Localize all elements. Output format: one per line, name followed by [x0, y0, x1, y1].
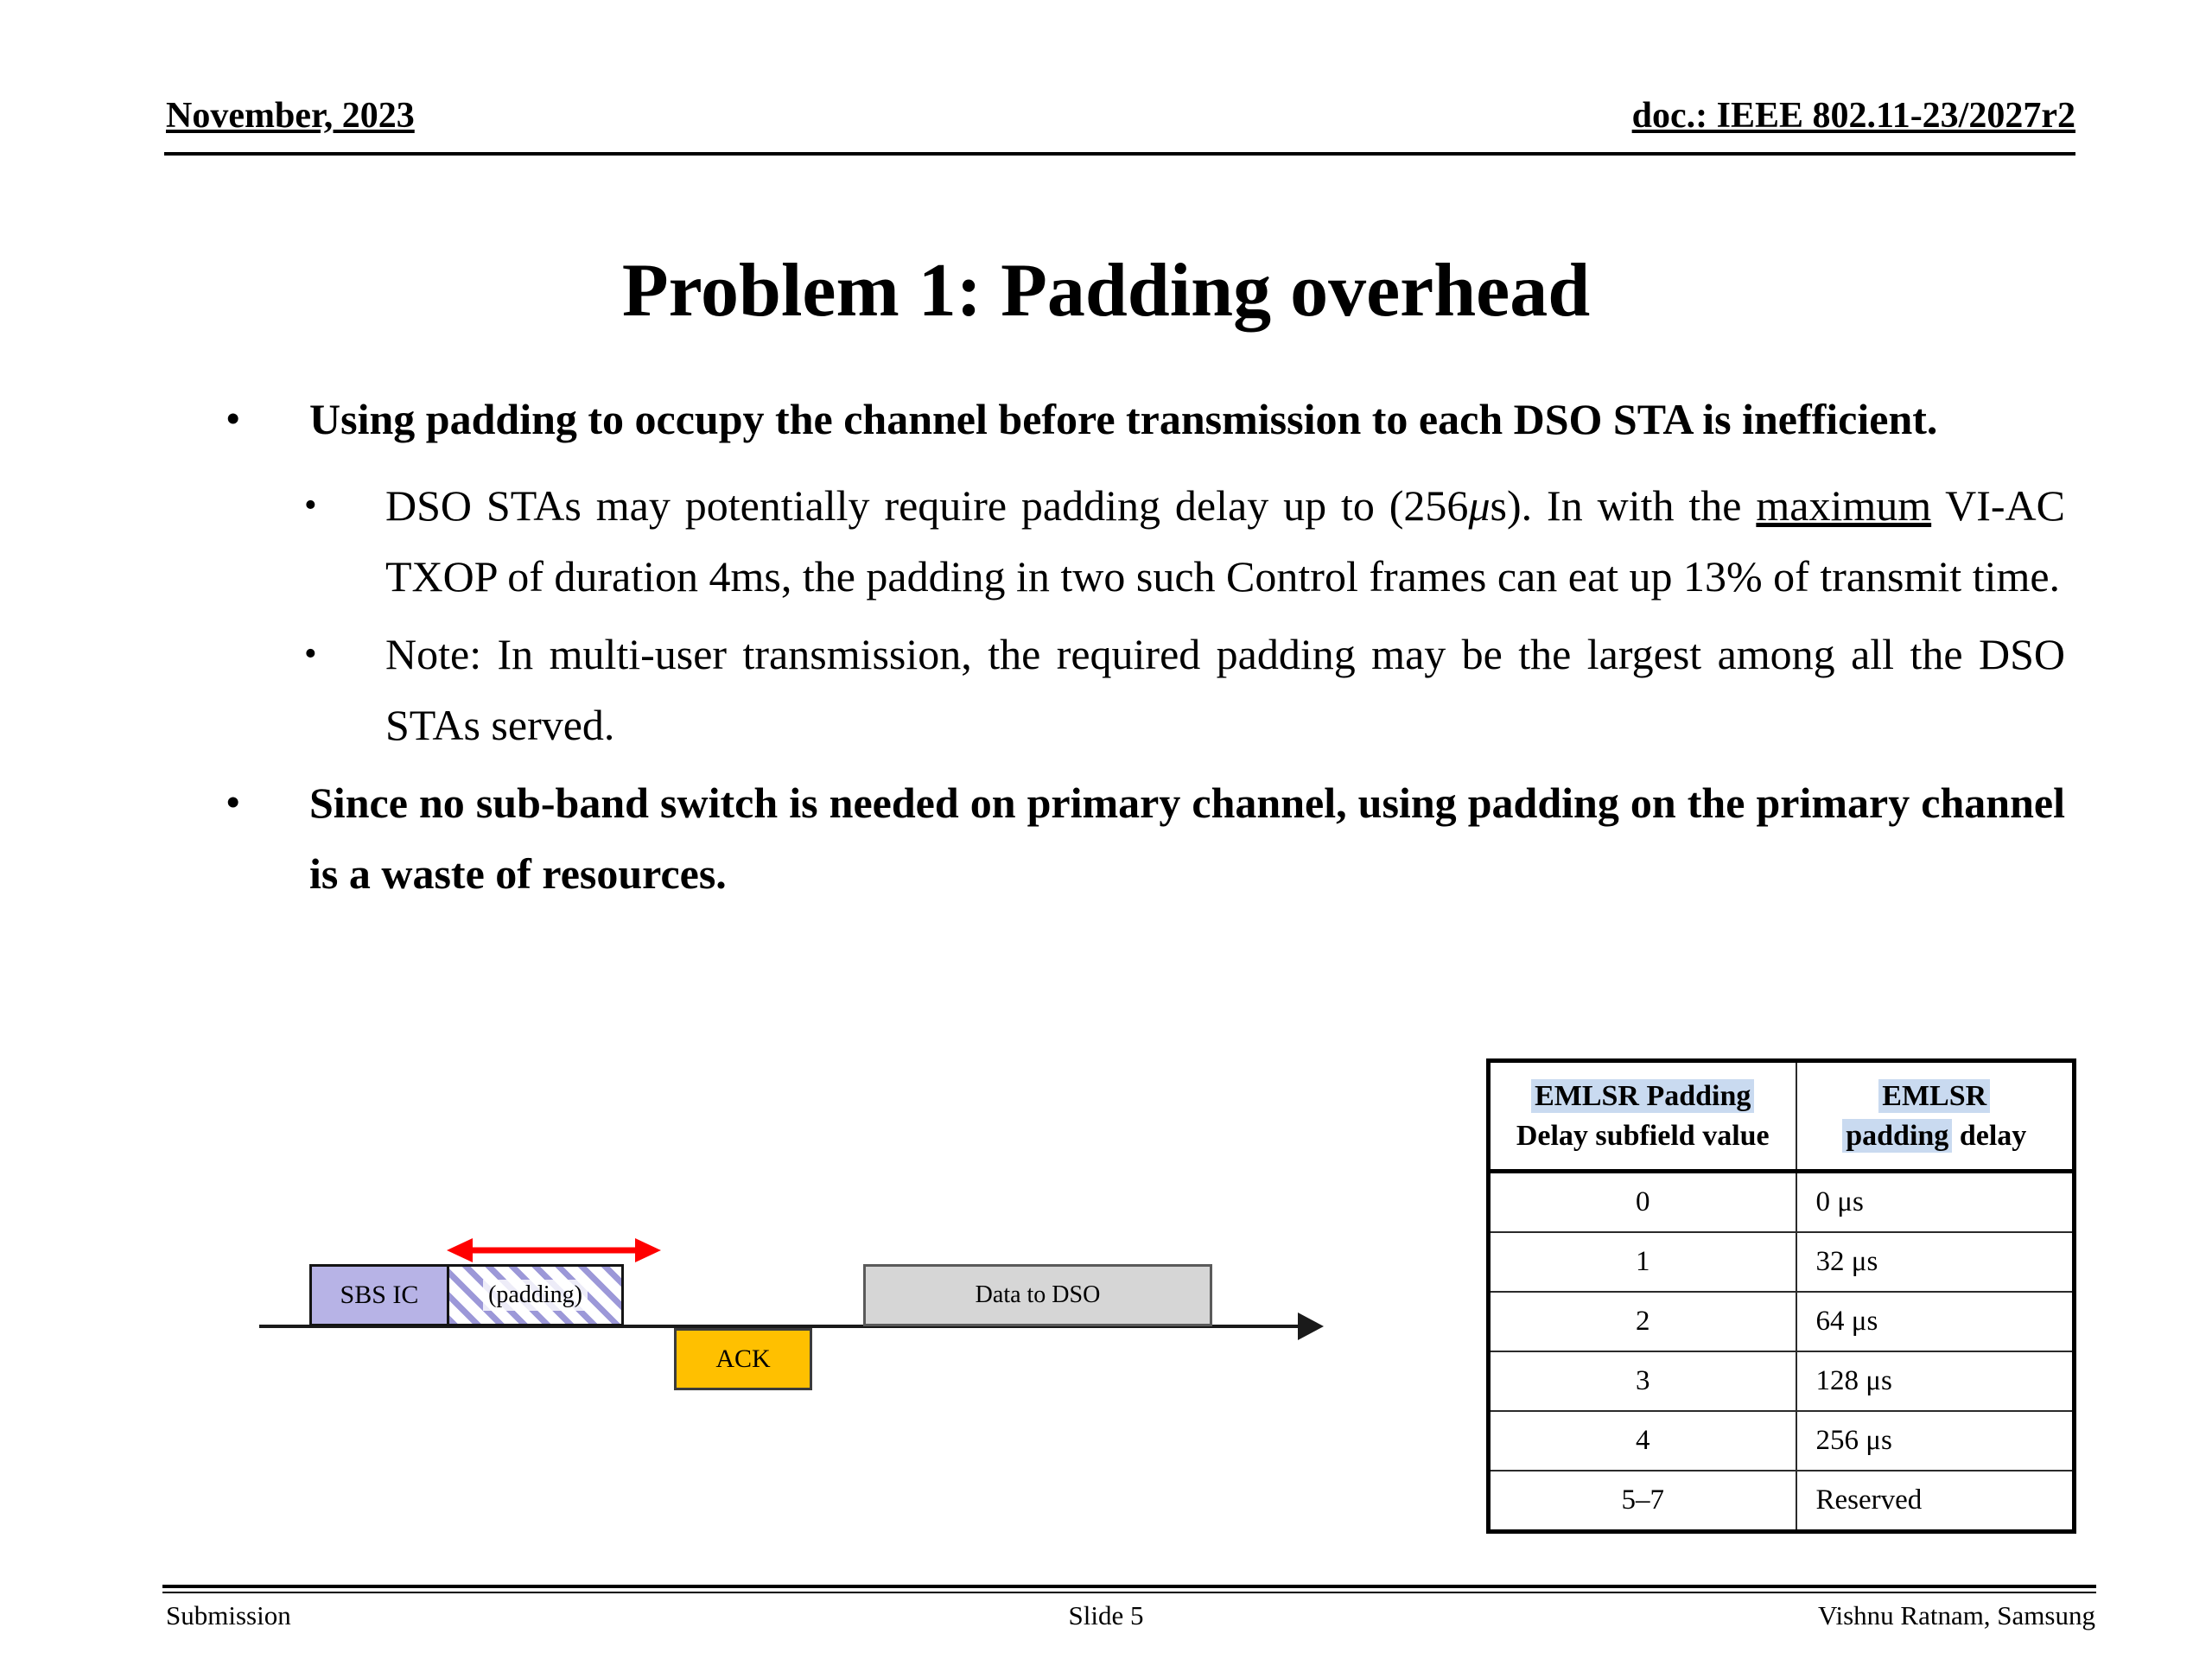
sub-bullet-1-seg-c: VI-AC TXOP of duration 4ms, the padding … [385, 481, 2066, 601]
bullet-marker: • [226, 397, 240, 440]
table-row: 3 128 μs [1487, 1351, 2075, 1412]
table-header-row: EMLSR Padding Delay subfield value EMLSR… [1487, 1059, 2075, 1173]
header-doc-id: doc.: IEEE 802.11-23/2027r2 [1631, 96, 2075, 136]
footer-rule-thick [162, 1585, 2096, 1588]
padding-range-arrow-icon [447, 1238, 661, 1262]
bullet-item-2: • Since no sub-band switch is needed on … [173, 767, 2065, 909]
header-plain: Delay subfield value [1516, 1119, 1770, 1152]
header-highlight: EMLSR [1878, 1078, 1991, 1113]
sbs-ic-label: SBS IC [340, 1281, 419, 1309]
cell-padding-delay: 32 μs [1795, 1231, 2075, 1293]
cell-padding-delay: 64 μs [1795, 1291, 2075, 1352]
footer-rule-thin [162, 1592, 2096, 1593]
timeline-axis [259, 1325, 1300, 1328]
page-title: Problem 1: Padding overhead [621, 249, 1591, 333]
footer-author: Vishnu Ratnam, Samsung [1817, 1600, 2095, 1630]
cell-padding-delay: 0 μs [1795, 1170, 2075, 1233]
table-header-subfield-value: EMLSR Padding Delay subfield value [1487, 1059, 1797, 1173]
sub-bullet-item-2: • Note: In multi-user transmission, the … [173, 619, 2065, 760]
footer-slide-number: Slide 5 [1068, 1600, 1144, 1630]
bullet-1-text: Using padding to occupy the channel befo… [309, 395, 1938, 443]
bullet-2-text: Since no sub-band switch is needed on pr… [309, 779, 2065, 898]
padding-box: (padding) [447, 1264, 624, 1326]
table-row: 2 64 μs [1487, 1291, 2075, 1352]
data-to-dso-label: Data to DSO [975, 1281, 1101, 1308]
data-to-dso-box: Data to DSO [863, 1264, 1212, 1326]
cell-subfield-value: 4 [1487, 1410, 1797, 1471]
underlined-word: maximum [1756, 481, 1932, 530]
sub-bullet-1-seg-a: DSO STAs may potentially require padding… [385, 481, 1469, 530]
bullet-item-1: • Using padding to occupy the channel be… [173, 384, 2065, 454]
header-highlight: EMLSR Padding [1531, 1078, 1755, 1113]
bullet-marker: • [226, 781, 240, 823]
cell-padding-delay: 256 μs [1795, 1410, 2075, 1471]
sbs-ic-box: SBS IC [309, 1264, 449, 1326]
footer-submission: Submission [166, 1600, 291, 1630]
cell-subfield-value: 0 [1487, 1170, 1797, 1233]
cell-subfield-value: 5–7 [1487, 1470, 1797, 1533]
sub-bullet-1-text: DSO STAs may potentially require padding… [385, 470, 2065, 612]
ack-label: ACK [715, 1344, 771, 1373]
timeline-arrowhead-icon [1298, 1313, 1324, 1340]
header-highlight: padding [1842, 1118, 1953, 1153]
table-row: 0 0 μs [1487, 1170, 2075, 1233]
bullet-marker: • [304, 486, 317, 525]
table-header-padding-delay: EMLSR padding delay [1795, 1059, 2075, 1173]
cell-subfield-value: 1 [1487, 1231, 1797, 1293]
table-row: 1 32 μs [1487, 1231, 2075, 1293]
header-date: November, 2023 [166, 96, 415, 136]
cell-padding-delay: 128 μs [1795, 1351, 2075, 1412]
emlsr-padding-table: EMLSR Padding Delay subfield value EMLSR… [1486, 1058, 2076, 1534]
table-row: 4 256 μs [1487, 1410, 2075, 1471]
cell-padding-delay: Reserved [1795, 1470, 2075, 1533]
mu-symbol: μ [1468, 481, 1491, 530]
ack-box: ACK [674, 1328, 812, 1390]
cell-subfield-value: 3 [1487, 1351, 1797, 1412]
bullet-list: • Using padding to occupy the channel be… [173, 384, 2065, 909]
sub-bullet-2-text: Note: In multi-user transmission, the re… [385, 630, 2065, 749]
table-row: 5–7 Reserved [1487, 1470, 2075, 1533]
sub-bullet-1-seg-b: s). In with the [1490, 481, 1757, 530]
cell-subfield-value: 2 [1487, 1291, 1797, 1352]
padding-label: (padding) [483, 1280, 588, 1311]
bullet-marker: • [304, 634, 317, 674]
sub-bullet-item-1: • DSO STAs may potentially require paddi… [173, 470, 2065, 612]
header-plain: delay [1952, 1119, 2027, 1152]
header-rule [164, 152, 2075, 156]
